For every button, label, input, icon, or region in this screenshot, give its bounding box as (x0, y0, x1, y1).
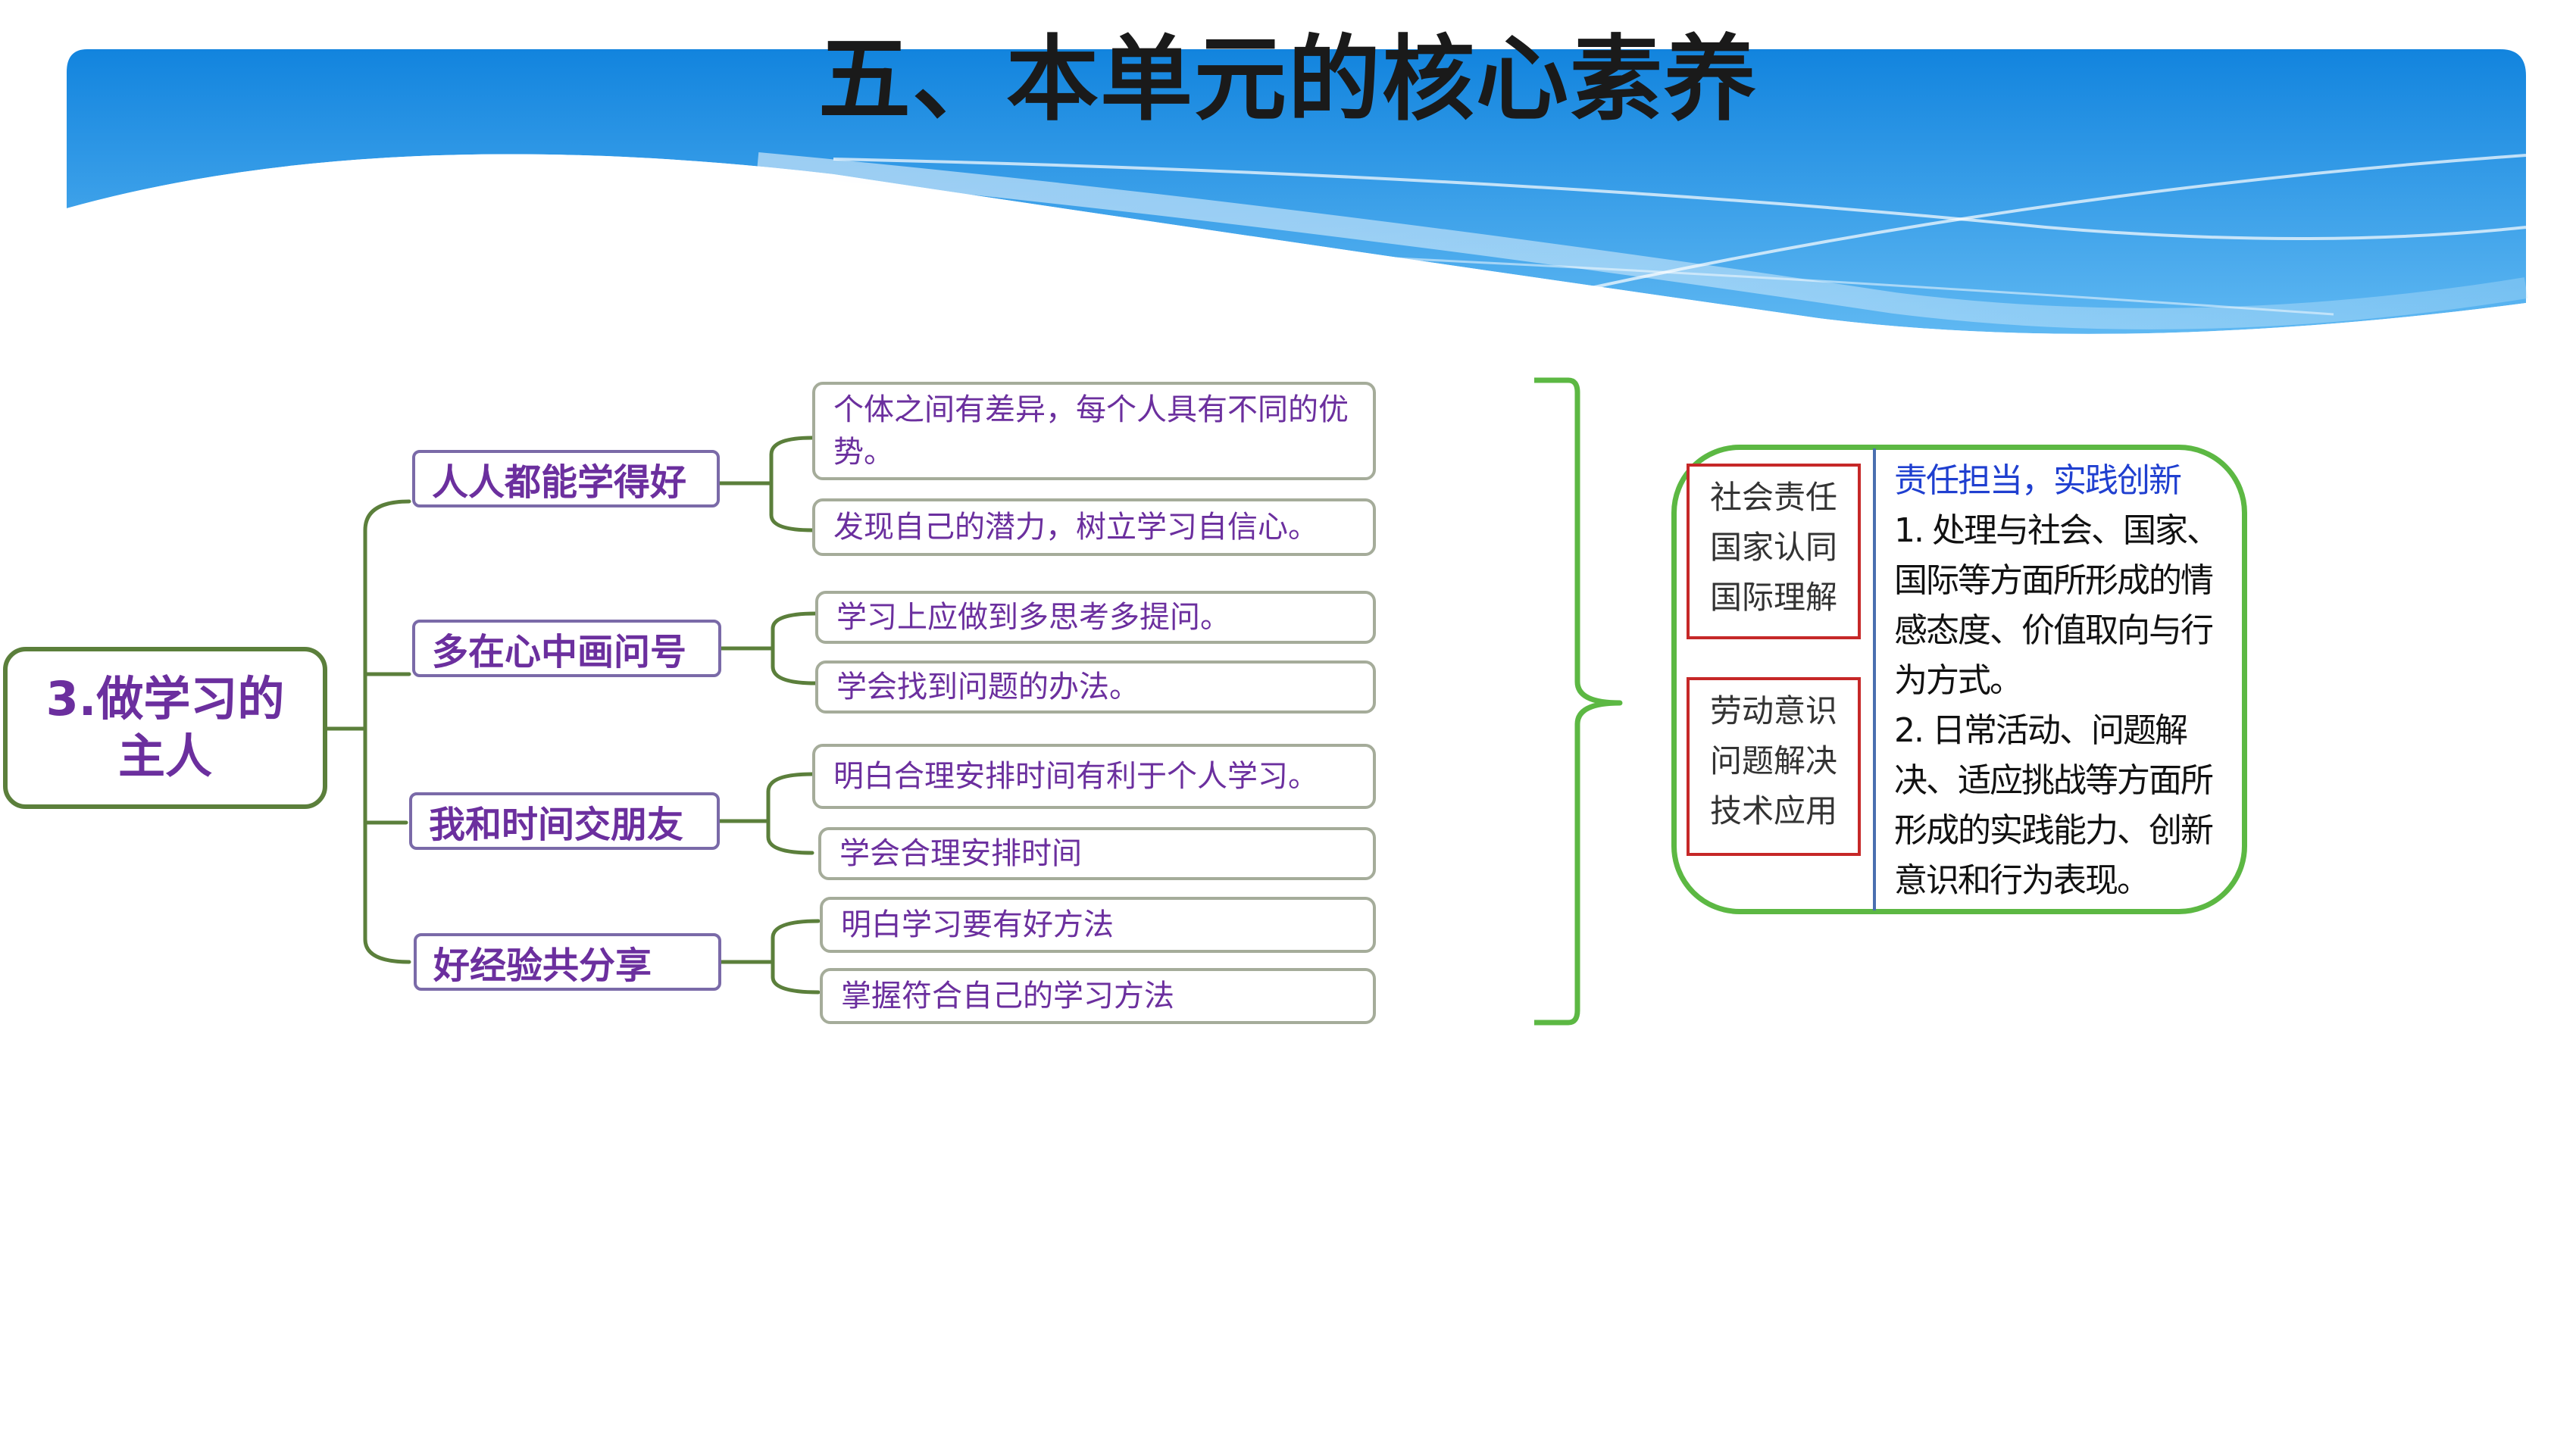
leaf-node: 学会合理安排时间 (818, 827, 1376, 880)
leaf-node: 明白学习要有好方法 (820, 897, 1376, 953)
competency-item: 国际理解 (1709, 579, 1837, 616)
header-banner (67, 49, 2528, 348)
competency-item: 社会责任 (1709, 479, 1837, 516)
leaf-node: 学会找到问题的办法。 (815, 660, 1376, 714)
right-bracket (1534, 377, 1623, 1026)
leaf-node: 个体之间有差异，每个人具有不同的优势。 (812, 382, 1376, 480)
branch-node: 多在心中画问号 (412, 620, 721, 677)
competency-item: 技术应用 (1709, 792, 1837, 829)
branch-node: 我和时间交朋友 (409, 792, 720, 850)
leaf-node: 学习上应做到多思考多提问。 (815, 591, 1376, 644)
page-title: 五、本单元的核心素养 (818, 26, 1758, 133)
competency-box-social: 社会责任 国家认同 国际理解 (1687, 464, 1861, 639)
branch-node: 好经验共分享 (414, 933, 721, 991)
competency-item: 国家认同 (1709, 529, 1837, 566)
root-node: 3.做学习的主人 (3, 647, 327, 809)
leaf-node: 发现自己的潜力，树立学习自信心。 (812, 498, 1376, 556)
competency-description: 责任担当，实践创新 1. 处理与社会、国家、国际等方面所形成的情感态度、价值取向… (1894, 456, 2235, 910)
branch-node: 人人都能学得好 (412, 450, 720, 507)
competency-point-1: 1. 处理与社会、国家、国际等方面所形成的情感态度、价值取向与行为方式。 (1894, 511, 2220, 700)
competency-point-2: 2. 日常活动、问题解决、适应挑战等方面所形成的实践能力、创新意识和行为表现。 (1894, 711, 2214, 900)
leaf-node: 明白合理安排时间有利于个人学习。 (812, 744, 1376, 809)
competency-box-practice: 劳动意识 问题解决 技术应用 (1687, 677, 1861, 856)
leaf-node: 掌握符合自己的学习方法 (820, 968, 1376, 1024)
competency-item: 问题解决 (1709, 742, 1837, 779)
panel-divider (1873, 448, 1876, 910)
competency-highlight: 责任担当，实践创新 (1894, 461, 2182, 500)
competency-item: 劳动意识 (1709, 692, 1837, 729)
